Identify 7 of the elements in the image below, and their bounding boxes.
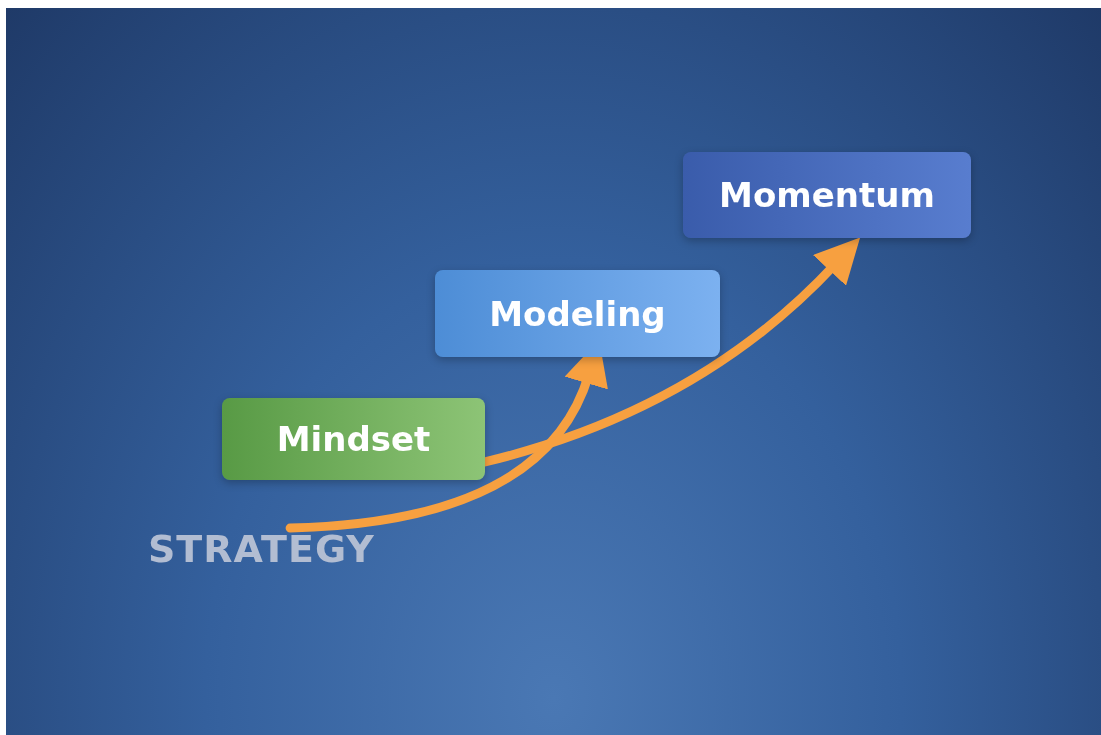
stage-label: Mindset <box>276 419 431 459</box>
strategy-label: STRATEGY <box>148 527 375 571</box>
stage-label: Momentum <box>719 175 935 215</box>
stage-box <box>683 152 971 238</box>
stage-box <box>435 270 720 357</box>
stage-box <box>222 398 485 480</box>
stage-label: Modeling <box>489 293 666 334</box>
